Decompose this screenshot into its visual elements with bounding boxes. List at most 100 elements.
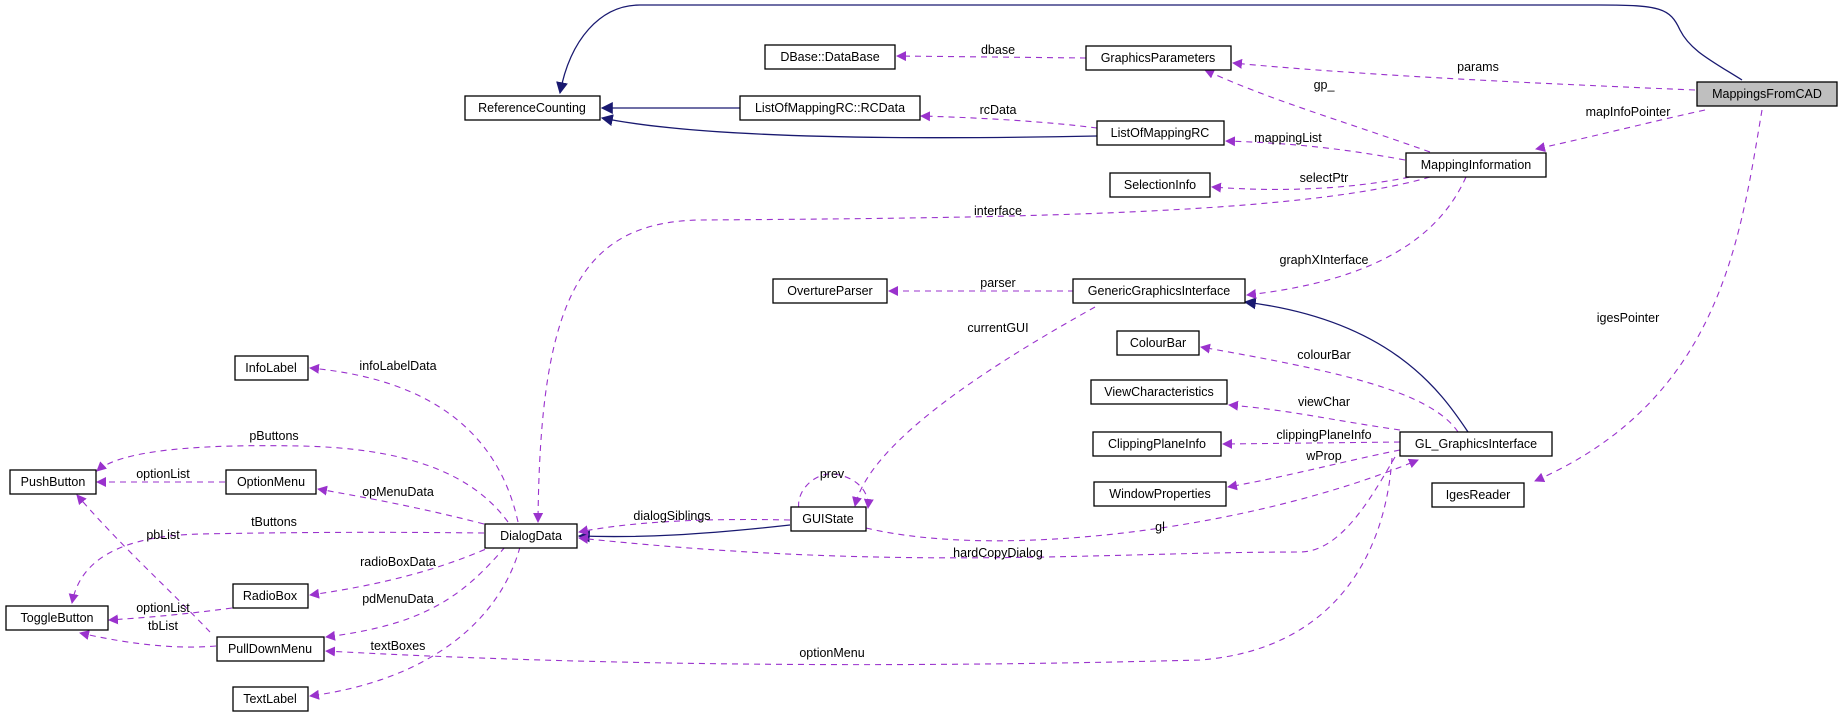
edge-selectptr bbox=[1211, 174, 1421, 193]
edge-label-currentgui: currentGUI bbox=[967, 321, 1028, 335]
edge-currentgui bbox=[852, 306, 1096, 507]
edge-label-interface: interface bbox=[974, 204, 1022, 218]
node-label-dialogdata: DialogData bbox=[500, 529, 562, 543]
edge-label-colourbar: colourBar bbox=[1297, 348, 1351, 362]
node-windowproperties[interactable]: WindowProperties bbox=[1093, 481, 1227, 507]
node-label-viewcharacteristics: ViewCharacteristics bbox=[1104, 385, 1214, 399]
edge-label-dbase: dbase bbox=[981, 43, 1015, 57]
edge-infolabeldata bbox=[309, 363, 519, 523]
node-label-listofmappingrc-rcdata: ListOfMappingRC::RCData bbox=[755, 101, 905, 115]
node-graphicsparameters[interactable]: GraphicsParameters bbox=[1085, 45, 1232, 71]
node-dialogdata[interactable]: DialogData bbox=[484, 523, 578, 549]
edge-label-gl: gl bbox=[1155, 520, 1165, 534]
edge-glgraphics-inherits-genericgraphics bbox=[1243, 297, 1469, 433]
node-mappingsfromcad[interactable]: MappingsFromCAD bbox=[1696, 81, 1838, 107]
node-genericgraphicsinterface[interactable]: GenericGraphicsInterface bbox=[1072, 278, 1246, 304]
node-listofmappingrc[interactable]: ListOfMappingRC bbox=[1096, 120, 1225, 146]
node-label-dbase-database: DBase::DataBase bbox=[780, 50, 879, 64]
edge-label-clippingplaneinfo: clippingPlaneInfo bbox=[1276, 428, 1371, 442]
edge-radioboxdata bbox=[309, 544, 496, 599]
edge-label-textboxes: textBoxes bbox=[371, 639, 426, 653]
node-togglebutton[interactable]: ToggleButton bbox=[5, 605, 109, 631]
edge-opmenudata bbox=[317, 485, 485, 525]
edge-label-wprop: wProp bbox=[1305, 449, 1341, 463]
node-label-textlabel: TextLabel bbox=[243, 692, 297, 706]
node-pulldownmenu[interactable]: PullDownMenu bbox=[216, 636, 325, 662]
edge-label-parser: parser bbox=[980, 276, 1015, 290]
edge-tbuttons bbox=[68, 531, 485, 604]
edge-label-optionmenu: optionMenu bbox=[799, 646, 864, 660]
edge-label-pblist: pbList bbox=[146, 528, 180, 542]
edge-dbase bbox=[896, 51, 1087, 62]
edge-label-mapinfopointer: mapInfoPointer bbox=[1586, 105, 1671, 119]
edge-interface bbox=[533, 176, 1431, 523]
edge-label-tblist: tbList bbox=[148, 619, 178, 633]
edge-pdmenudata bbox=[325, 546, 506, 641]
node-textlabel[interactable]: TextLabel bbox=[232, 686, 309, 712]
node-infolabel[interactable]: InfoLabel bbox=[234, 355, 309, 381]
edge-listofmappingrc-inherits-referencecounting bbox=[600, 114, 1098, 139]
edge-label-rcdata: rcData bbox=[980, 103, 1017, 117]
node-igesreader[interactable]: IgesReader bbox=[1431, 482, 1525, 508]
edge-optionmenu bbox=[325, 457, 1393, 666]
edge-label-prev: prev bbox=[820, 467, 845, 481]
node-clippingplaneinfo[interactable]: ClippingPlaneInfo bbox=[1092, 431, 1222, 457]
edge-label-gp: gp_ bbox=[1314, 78, 1336, 92]
edge-mappinglist bbox=[1225, 136, 1406, 161]
node-label-colourbar: ColourBar bbox=[1130, 336, 1186, 350]
node-overtureparser[interactable]: OvertureParser bbox=[772, 278, 888, 304]
edge-label-hardcopydialog: hardCopyDialog bbox=[953, 546, 1043, 560]
node-label-radiobox: RadioBox bbox=[243, 589, 298, 603]
node-label-graphicsparameters: GraphicsParameters bbox=[1101, 51, 1216, 65]
node-referencecounting[interactable]: ReferenceCounting bbox=[464, 95, 601, 121]
edge-label-tbuttons: tButtons bbox=[251, 515, 297, 529]
node-dbase-database[interactable]: DBase::DataBase bbox=[764, 44, 896, 70]
node-label-mappingsfromcad: MappingsFromCAD bbox=[1712, 87, 1822, 101]
node-colourbar[interactable]: ColourBar bbox=[1116, 330, 1200, 356]
edge-label-viewchar: viewChar bbox=[1298, 395, 1350, 409]
node-label-genericgraphicsinterface: GenericGraphicsInterface bbox=[1088, 284, 1230, 298]
nodes: MappingsFromCAD GraphicsParameters DBase… bbox=[5, 44, 1838, 712]
node-radiobox[interactable]: RadioBox bbox=[232, 583, 309, 609]
edge-guistate-inherits-dialogdata bbox=[577, 524, 791, 543]
edge-clippingplaneinfo bbox=[1222, 438, 1401, 449]
edge-hardcopydialog bbox=[578, 456, 1396, 559]
node-label-togglebutton: ToggleButton bbox=[21, 611, 94, 625]
edge-label-mappinglist: mappingList bbox=[1254, 131, 1322, 145]
node-viewcharacteristics[interactable]: ViewCharacteristics bbox=[1090, 379, 1228, 405]
edge-textboxes bbox=[309, 546, 521, 700]
node-listofmappingrc-rcdata[interactable]: ListOfMappingRC::RCData bbox=[739, 95, 921, 121]
edge-mappingsfromcad-inherits-referencecounting bbox=[556, 4, 1743, 95]
node-label-listofmappingrc: ListOfMappingRC bbox=[1111, 126, 1210, 140]
edge-rcdata bbox=[920, 111, 1098, 129]
edge-label-igespointer: igesPointer bbox=[1597, 311, 1660, 325]
edge-igespointer bbox=[1534, 109, 1763, 482]
node-pushbutton[interactable]: PushButton bbox=[9, 469, 97, 495]
edge-viewchar bbox=[1228, 400, 1401, 431]
edge-dialogsiblings bbox=[578, 518, 791, 536]
edge-graphxinterface bbox=[1246, 176, 1467, 299]
edge-prev bbox=[798, 473, 874, 519]
edge-optionlist-toggle bbox=[108, 607, 233, 625]
node-label-pushbutton: PushButton bbox=[21, 475, 86, 489]
edge-gl bbox=[865, 458, 1419, 542]
edge-label-selectptr: selectPtr bbox=[1300, 171, 1349, 185]
node-selectioninfo[interactable]: SelectionInfo bbox=[1109, 172, 1211, 198]
edge-label-optionlist-toggle: optionList bbox=[136, 601, 190, 615]
edge-label-opmenudata: opMenuData bbox=[362, 485, 434, 499]
node-mappinginformation[interactable]: MappingInformation bbox=[1405, 152, 1547, 178]
node-glgraphicsinterface[interactable]: GL_GraphicsInterface bbox=[1399, 431, 1553, 457]
edge-label-radioboxdata: radioBoxData bbox=[360, 555, 436, 569]
edge-label-infolabeldata: infoLabelData bbox=[359, 359, 436, 373]
edge-labels: dbase params gp_ rcData mapInfoPointer m… bbox=[136, 43, 1670, 660]
node-label-glgraphicsinterface: GL_GraphicsInterface bbox=[1415, 437, 1537, 451]
node-label-overtureparser: OvertureParser bbox=[787, 284, 872, 298]
node-label-windowproperties: WindowProperties bbox=[1109, 487, 1210, 501]
node-guistate[interactable]: GUIState bbox=[790, 506, 867, 532]
edge-pblist bbox=[76, 494, 211, 633]
usage-edges bbox=[68, 51, 1763, 700]
node-label-mappinginformation: MappingInformation bbox=[1421, 158, 1532, 172]
edge-tblist bbox=[79, 630, 217, 648]
node-optionmenu[interactable]: OptionMenu bbox=[225, 469, 317, 495]
